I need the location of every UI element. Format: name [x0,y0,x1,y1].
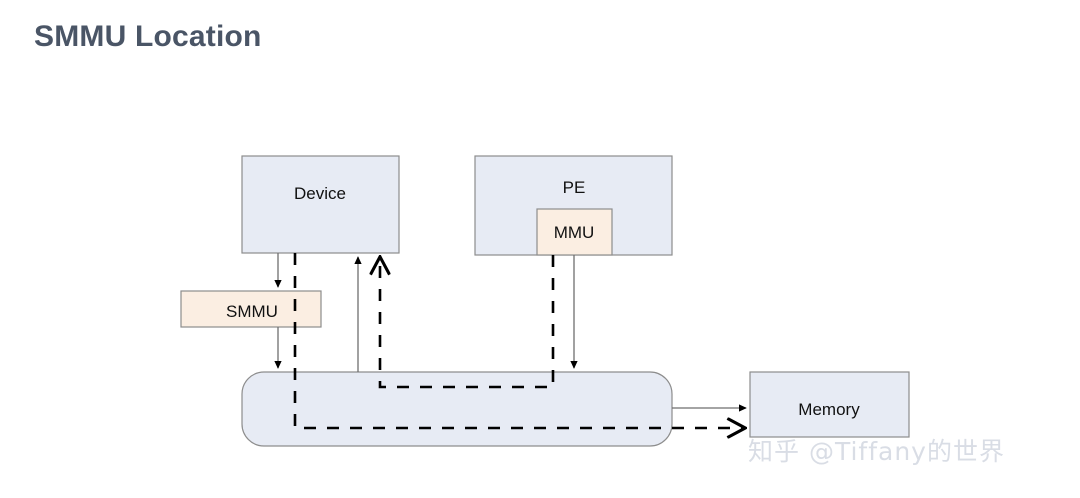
node-smmu[interactable] [180,290,322,328]
node-device[interactable] [241,155,400,254]
watermark: 知乎 @Tiffany的世界 [748,437,1005,466]
node-smmu-label: SMMU [226,302,278,321]
node-mmu[interactable] [536,208,613,256]
node-memory[interactable] [749,371,910,438]
node-pe-label: PE [563,178,586,197]
node-memory-label: Memory [798,400,860,419]
page-title: SMMU Location [34,20,262,53]
edge-mmu-dashed-to-device [380,255,555,389]
node-interconnect[interactable] [241,371,673,447]
node-device-label: Device [294,184,346,203]
node-mmu-label: MMU [554,223,595,242]
